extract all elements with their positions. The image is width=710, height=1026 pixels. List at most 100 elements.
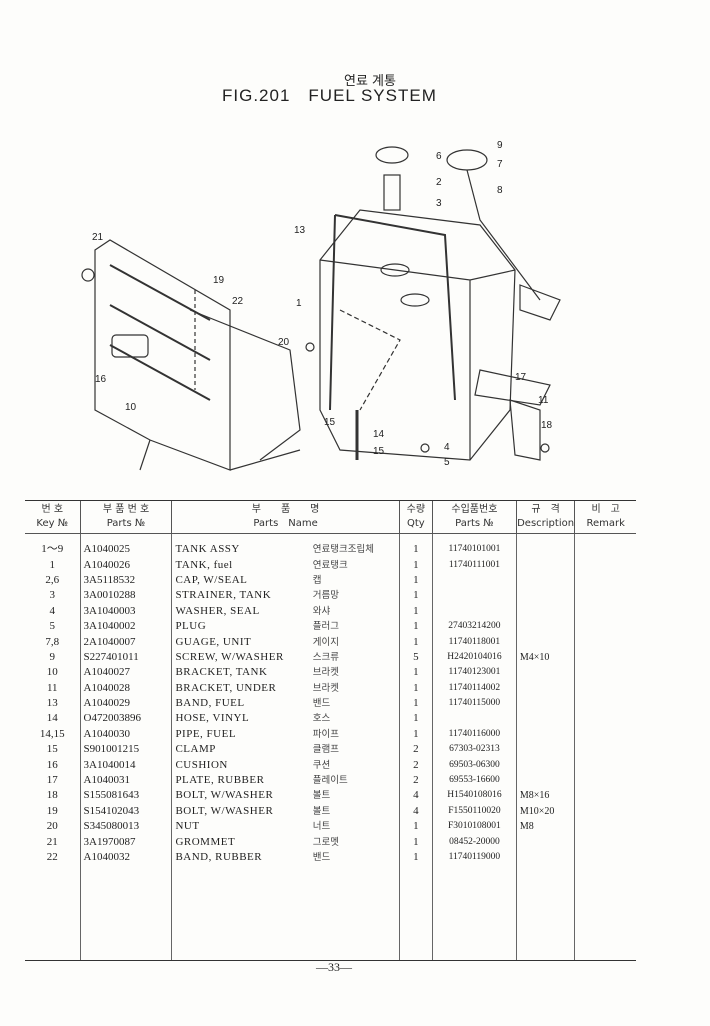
cell-parts-no: S345080013 [79, 819, 172, 835]
cell-key: 20 [46, 820, 58, 833]
cell-parts-name-kr: 연료탱크조립체 [312, 544, 374, 556]
empty-cell [515, 865, 575, 962]
cell-key: 7,8 [45, 635, 60, 648]
cell-parts-name: BAND, RUBBER [171, 849, 310, 866]
cell-description [515, 742, 575, 758]
cell-remark [574, 649, 636, 666]
cell-qty: 5 [398, 649, 433, 666]
cell-import-parts-no: 08452-20000 [432, 834, 517, 850]
empty-cell [432, 865, 517, 962]
cell-parts-name-kr: 호스 [312, 713, 331, 725]
header-desc-en: Description [517, 518, 575, 529]
cell-import-parts-no [432, 711, 517, 727]
cell-remark [574, 726, 636, 743]
cell-parts-name-kr: 브라켓 [312, 667, 340, 679]
header-desc-kr: 규 격 [531, 504, 560, 515]
cell-remark [574, 742, 636, 758]
cell-key: 3 [49, 589, 56, 602]
cell-key: 17 [46, 774, 58, 787]
cell-parts-no: A1040030 [79, 726, 172, 743]
cell-description [515, 618, 575, 635]
cell-parts-name: NUT [171, 819, 310, 835]
cell-description [515, 588, 575, 604]
cell-qty: 1 [398, 533, 433, 558]
svg-text:21: 21 [92, 232, 104, 243]
cell-remark [574, 849, 636, 866]
empty-cell [574, 865, 636, 962]
cell-import-parts-no: 11740115000 [432, 695, 517, 712]
cell-remark [574, 588, 636, 604]
cell-remark [574, 533, 636, 558]
cell-parts-no: 3A5118532 [79, 572, 172, 589]
cell-import-parts-no: 11740118001 [432, 634, 517, 650]
cell-parts-name-kr: 볼트 [312, 790, 331, 802]
cell-parts-name-kr: 쿠션 [312, 759, 331, 771]
cell-qty: 1 [398, 634, 433, 650]
svg-text:15: 15 [373, 446, 385, 457]
empty-cell [25, 865, 81, 962]
empty-cell [309, 865, 400, 962]
cell-parts-name: BAND, FUEL [171, 695, 310, 712]
cell-parts-name-kr: 거름망 [312, 590, 340, 602]
svg-text:7: 7 [497, 159, 503, 170]
cell-remark [574, 572, 636, 589]
cell-qty: 1 [398, 572, 433, 589]
cell-import-parts-no: F3010108001 [432, 819, 517, 835]
cell-parts-no: S901001215 [79, 742, 172, 758]
title-korean: 연료 계통 [344, 74, 396, 89]
cell-qty: 1 [398, 665, 433, 681]
table-filler-row [25, 865, 636, 962]
cell-qty: 1 [398, 834, 433, 850]
bracket-under-drawing [509, 399, 541, 461]
cell-parts-no: 3A0010288 [79, 588, 172, 604]
cell-parts-name-kr: 와샤 [312, 605, 331, 617]
cell-key: 10 [46, 666, 58, 679]
cell-parts-no: S227401011 [79, 649, 172, 666]
svg-text:13: 13 [294, 225, 306, 236]
cell-parts-name: SCREW, W/WASHER [171, 649, 310, 666]
cell-parts-name: PLATE, RUBBER [171, 772, 310, 789]
cell-parts-no: 3A1040014 [79, 757, 172, 773]
cell-parts-name-kr: 플러그 [312, 621, 340, 633]
cell-qty: 2 [398, 772, 433, 789]
cell-parts-name: TANK ASSY [171, 533, 310, 558]
svg-text:4: 4 [444, 442, 450, 453]
cell-description [515, 634, 575, 650]
cell-import-parts-no: 11740114002 [432, 680, 517, 696]
cell-parts-name-kr: 너트 [312, 821, 331, 833]
cell-description [515, 849, 575, 866]
cell-description [515, 572, 575, 589]
cell-key: 9 [49, 650, 56, 663]
cell-qty: 1 [398, 680, 433, 696]
header-name-en: Parts Name [253, 518, 318, 529]
cell-parts-name: TANK, fuel [171, 557, 310, 573]
cell-key: 18 [46, 789, 58, 802]
cell-parts-name-kr: 브라켓 [312, 682, 340, 694]
gauge-unit-drawing [446, 149, 488, 171]
cell-parts-no: A1040025 [79, 533, 172, 558]
cell-import-parts-no: F1550110020 [432, 803, 517, 820]
cell-description [515, 834, 575, 850]
empty-cell [79, 865, 172, 962]
cell-description: M8 [515, 819, 575, 835]
cell-import-parts-no [432, 588, 517, 604]
svg-text:8: 8 [497, 185, 503, 196]
cell-remark [574, 618, 636, 635]
cell-parts-name-kr: 클램프 [312, 744, 340, 756]
svg-text:9: 9 [497, 140, 503, 151]
cell-key: 19 [46, 804, 58, 817]
cell-key: 22 [46, 851, 58, 863]
cell-import-parts-no: 11740111001 [432, 557, 517, 573]
svg-text:2: 2 [436, 177, 442, 188]
cell-parts-name: CLAMP [171, 742, 310, 758]
